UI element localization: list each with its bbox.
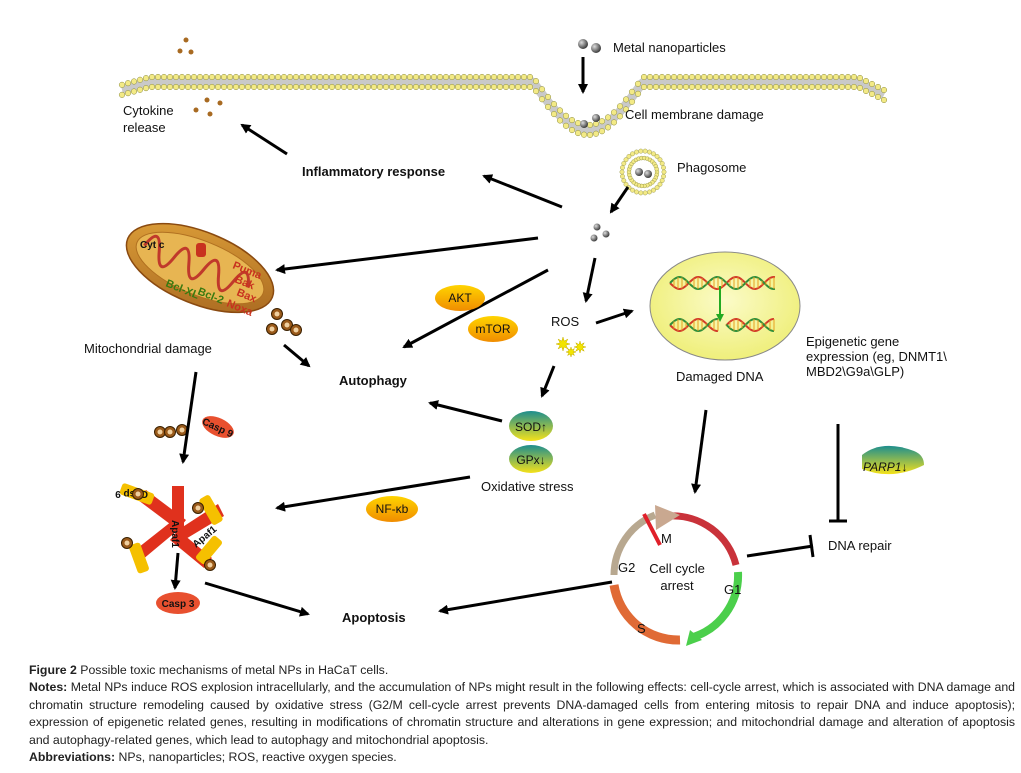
arrest-label: arrest <box>660 578 694 593</box>
gpx-pill: GPx↓ <box>509 445 553 473</box>
nucleus <box>649 251 801 361</box>
cytochrome-c-particles <box>154 308 302 438</box>
dna-repair-label: DNA repair <box>828 538 892 553</box>
svg-text:Casp 9: Casp 9 <box>115 488 148 499</box>
mito-to-autophagy-arrow <box>283 343 311 368</box>
nfkb-pill: NF-κb <box>366 496 418 522</box>
dna-to-cellcycle-arrow <box>691 409 708 494</box>
phagosome-arrow <box>609 186 630 214</box>
arrow-to-cytokine <box>240 123 288 156</box>
abbreviations-line: Abbreviations: NPs, nanoparticles; ROS, … <box>29 750 397 765</box>
svg-text:PARP1↓: PARP1↓ <box>863 460 907 474</box>
inhibit-epigenetic-dna-repair <box>829 424 847 523</box>
svg-text:Apaf1: Apaf1 <box>169 520 180 548</box>
phase-m-label: M <box>661 531 672 546</box>
ros-label: ROS <box>551 314 580 329</box>
mitochondrion <box>125 222 275 314</box>
release-label: release <box>123 120 166 135</box>
toxic-mechanism-diagram: Metal nanoparticles Cell membrane damage… <box>84 37 947 646</box>
phase-g1-label: G1 <box>724 582 741 597</box>
svg-text:SOD↑: SOD↑ <box>515 420 547 434</box>
cytokine-label: Cytokine <box>123 103 174 118</box>
arrow-to-mitochondria <box>275 236 539 274</box>
mitochondrial-damage-label: Mitochondrial damage <box>84 341 212 356</box>
arrow-to-autophagy <box>402 268 549 349</box>
oxidative-to-apoptosome-arrow <box>275 475 471 512</box>
phagosome <box>619 148 667 196</box>
cytochrome-c-particles-apoptosome <box>121 488 216 571</box>
cell-membrane-damage-label: Cell membrane damage <box>625 107 764 122</box>
dna-strands <box>669 275 776 333</box>
cell-membrane <box>118 73 888 138</box>
svg-text:NF-κb: NF-κb <box>376 502 409 516</box>
epigenetic-label-3: MBD2\G9a\GLP) <box>806 364 904 379</box>
autophagy-label: Autophagy <box>339 373 408 388</box>
cyt-c-label: Cyt c <box>140 240 165 251</box>
epigenetic-label-2: expression (eg, DNMT1\ <box>806 349 947 364</box>
apoptosis-label: Apoptosis <box>342 610 406 625</box>
metal-nanoparticles <box>578 39 601 53</box>
phagosome-label: Phagosome <box>677 160 746 175</box>
figure-caption: Figure 2 Possible toxic mechanisms of me… <box>29 662 1015 766</box>
ros-to-dna-arrow <box>595 308 634 325</box>
cellcycle-to-apoptosis-arrow <box>438 580 613 615</box>
figure-title-line: Figure 2 Possible toxic mechanisms of me… <box>29 663 389 677</box>
g2m-checkpoint-bar <box>642 513 662 546</box>
cytokine-particles <box>177 37 223 117</box>
arrow-to-ros <box>582 257 597 303</box>
svg-text:mTOR: mTOR <box>475 322 510 336</box>
epigenetic-label-1: Epigenetic gene <box>806 334 899 349</box>
notes-paragraph: Notes: Metal NPs induce ROS explosion in… <box>29 680 1016 747</box>
cell-cycle-ring <box>609 505 743 646</box>
arrow-to-inflammation <box>482 174 563 209</box>
sod-pill: SOD↑ <box>509 411 553 441</box>
phase-s-label: S <box>637 621 646 636</box>
released-np <box>590 223 610 242</box>
oxidative-stress-label: Oxidative stress <box>481 479 574 494</box>
apoptosome-to-casp3-arrow <box>170 552 181 590</box>
casp9-pill: Casp 9 <box>200 416 235 440</box>
akt-pill: AKT <box>435 285 485 311</box>
inhibit-cellcycle-dna-repair <box>746 534 815 558</box>
apoptosome: Apaf1 Casp 9 Apaf1 <box>115 483 224 574</box>
svg-text:GPx↓: GPx↓ <box>516 453 545 467</box>
ros-to-oxidative-arrow <box>540 365 556 398</box>
parp1-badge: PARP1↓ <box>862 445 924 475</box>
metal-nanoparticles-label: Metal nanoparticles <box>613 40 726 55</box>
mito-to-apoptosome-arrow <box>179 371 198 464</box>
casp-to-apoptosis-arrow <box>204 581 310 617</box>
membrane-np <box>580 114 600 128</box>
svg-text:Casp 3: Casp 3 <box>162 599 195 610</box>
svg-text:AKT: AKT <box>448 291 472 305</box>
inflammatory-response-label: Inflammatory response <box>302 164 445 179</box>
damaged-dna-label: Damaged DNA <box>676 369 764 384</box>
oxidative-to-autophagy-arrow <box>428 400 503 423</box>
casp3-pill: Casp 3 <box>156 592 200 614</box>
mtor-pill: mTOR <box>468 316 518 342</box>
cell-cycle-label: Cell cycle <box>649 561 705 576</box>
phase-g2-label: G2 <box>618 560 635 575</box>
